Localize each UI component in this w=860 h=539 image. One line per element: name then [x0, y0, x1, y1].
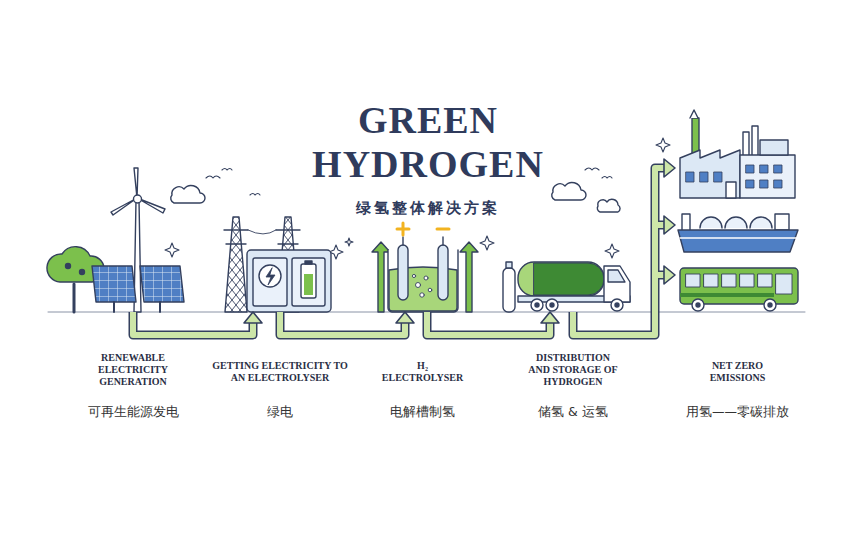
flow-arrow — [133, 312, 262, 335]
arrow-body — [133, 312, 253, 335]
stage-node: H₂ ELECTROLYSER电解槽制氢 — [365, 160, 480, 312]
arrow-body — [573, 168, 664, 335]
arrow-outline — [280, 312, 405, 335]
stage-caption: 用氢——零碳排放 — [635, 404, 840, 420]
flow-arrow — [573, 159, 675, 335]
subtitle: 绿氢整体解决方案 — [300, 198, 556, 218]
arrow-outline — [573, 168, 664, 335]
arrow-outline — [427, 312, 550, 335]
stage-heading: GETTING ELECTRICITY TO AN ELECTROLYSER — [205, 360, 355, 384]
arrow-body — [655, 222, 664, 228]
stage-caption: 可再生能源发电 — [15, 404, 251, 420]
arrow-head — [396, 312, 414, 323]
arrow-outline — [133, 312, 253, 335]
stage-node: NET ZERO EMISSIONS用氢——零碳排放 — [675, 115, 800, 312]
arrow-head — [244, 312, 262, 323]
stage-caption: 储氢 & 运氢 — [460, 404, 686, 420]
stage-heading: RENEWABLE ELECTRICITY GENERATION — [90, 352, 176, 388]
arrow-head — [664, 266, 675, 284]
stage-heading: H₂ ELECTROLYSER — [377, 360, 469, 384]
stage-node: RENEWABLE ELECTRICITY GENERATION可再生能源发电 — [55, 160, 211, 312]
stage-node: DISTRIBUTION AND STORAGE OF HYDROGEN储氢 &… — [500, 160, 646, 312]
flow-arrow — [280, 312, 414, 335]
flow-arrow — [427, 312, 559, 335]
arrow-head — [541, 312, 559, 323]
stage-heading: DISTRIBUTION AND STORAGE OF HYDROGEN — [527, 352, 619, 388]
stage-caption: 绿电 — [175, 404, 385, 420]
diagram-title: GREEN HYDROGEN — [298, 98, 558, 186]
stage-caption: 电解槽制氢 — [325, 404, 520, 420]
stage-node: GETTING ELECTRICITY TO AN ELECTROLYSER绿电 — [215, 160, 345, 312]
arrow-head — [664, 159, 675, 177]
arrow-body — [655, 272, 664, 278]
arrow-body — [427, 312, 550, 335]
arrow-body — [280, 312, 405, 335]
arrow-head — [664, 216, 675, 234]
stage-heading: NET ZERO EMISSIONS — [698, 360, 778, 384]
